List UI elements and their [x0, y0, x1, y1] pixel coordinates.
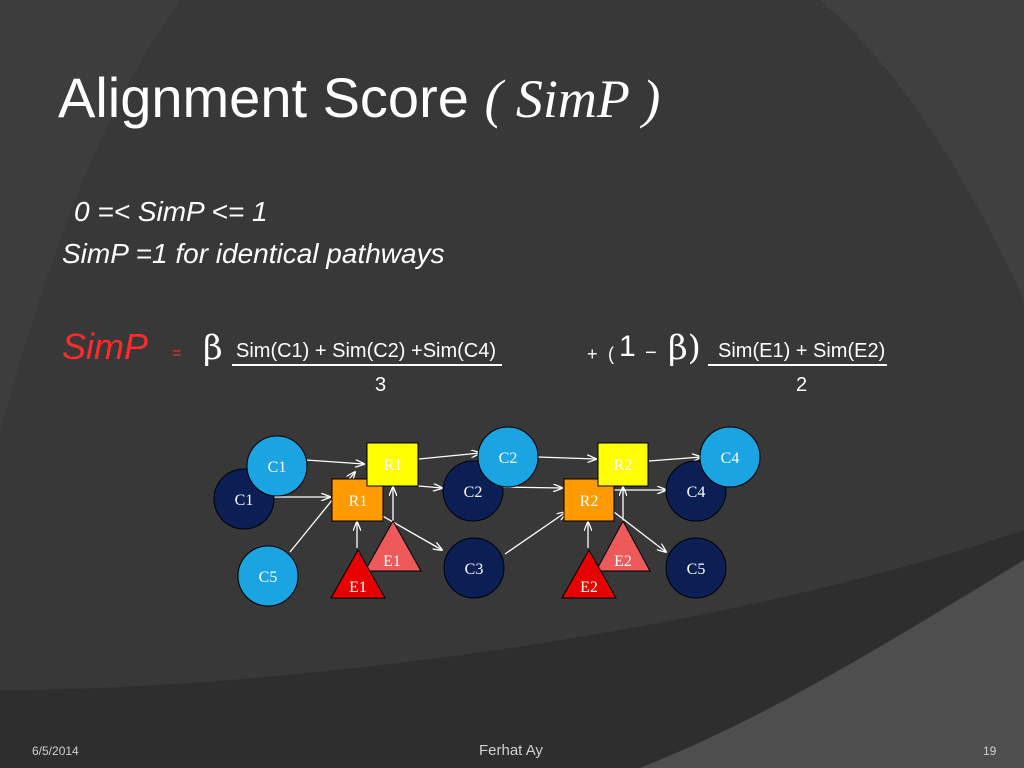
formula-beta: β [203, 328, 223, 368]
svg-text:C1: C1 [268, 459, 287, 476]
compound-c1-light: C1 [246, 435, 308, 497]
formula-plus: + [587, 344, 598, 364]
formula-minus: − [645, 342, 657, 364]
edge-c1b-r1b [305, 459, 364, 464]
edge-r1b-c2b [418, 453, 480, 460]
reaction-r2: R2 [563, 478, 615, 522]
svg-text:E1: E1 [383, 553, 401, 570]
compound-c4-light: C4 [699, 426, 761, 488]
footer-page-number: 19 [983, 744, 997, 758]
title-main: Alignment Score [58, 66, 485, 129]
svg-text:R1: R1 [384, 457, 403, 474]
enzyme-e1-pink: E1 [364, 519, 422, 572]
title-simp: ( SimP ) [484, 69, 661, 129]
identity-statement: SimP =1 for identical pathways [62, 238, 445, 269]
svg-text:C1: C1 [235, 492, 254, 509]
compound-c5-light: C5 [237, 545, 299, 607]
formula-denominator-compounds: 3 [375, 374, 387, 396]
svg-text:C3: C3 [465, 561, 484, 578]
svg-text:C4: C4 [721, 450, 740, 467]
svg-text:C2: C2 [499, 450, 518, 467]
enzyme-e2: E2 [561, 548, 617, 599]
enzyme-e2-pink: E2 [595, 519, 651, 572]
formula-lhs: SimP [62, 326, 149, 367]
svg-text:C2: C2 [464, 484, 483, 501]
formula-one: 1 [619, 330, 636, 363]
svg-text:C4: C4 [687, 484, 706, 501]
svg-text:R2: R2 [614, 457, 633, 474]
svg-text:C5: C5 [259, 569, 278, 586]
reaction-r2-yellow: R2 [597, 442, 649, 487]
enzyme-e1: E1 [330, 548, 386, 599]
formula-open-paren: ( [608, 344, 614, 364]
formula-equals: = [172, 345, 182, 362]
edge-c2b-r2b [537, 457, 596, 459]
svg-text:E2: E2 [580, 579, 598, 596]
svg-text:R2: R2 [580, 493, 599, 510]
formula-numerator-enzymes: Sim(E1) + Sim(E2) [708, 340, 888, 366]
formula-denominator-enzymes: 2 [796, 374, 808, 396]
compound-c3: C3 [443, 537, 505, 599]
footer-date: 6/5/2014 [32, 744, 79, 758]
edge-c3-r2 [504, 512, 566, 555]
slide-title: Alignment Score ( SimP ) [58, 62, 660, 135]
svg-text:E2: E2 [614, 553, 632, 570]
formula-beta-close: β) [668, 328, 701, 368]
formula-numerator-compounds: Sim(C1) + Sim(C2) +Sim(C4) [232, 340, 503, 366]
compound-c2-light: C2 [477, 426, 539, 488]
svg-text:C5: C5 [687, 561, 706, 578]
range-statement: 0 =< SimP <= 1 [74, 196, 268, 227]
pathway-edges [274, 453, 701, 555]
compound-c5: C5 [665, 537, 727, 599]
svg-text:E1: E1 [349, 579, 367, 596]
footer-author: Ferhat Ay [479, 742, 543, 759]
edge-r1-c3 [371, 509, 442, 550]
svg-text:R1: R1 [349, 493, 368, 510]
reaction-r1-yellow: R1 [366, 442, 419, 487]
edge-r2b-c4b [648, 457, 701, 461]
